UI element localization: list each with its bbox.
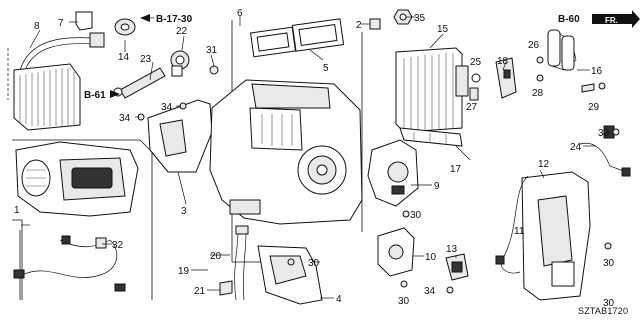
clip-and-nut	[369, 9, 413, 30]
reference-arrow-icon	[110, 14, 154, 98]
callout-31: 31	[206, 45, 218, 56]
evaporator-core	[395, 47, 469, 133]
callout-34: 34	[161, 102, 173, 113]
drain-hose	[219, 225, 249, 301]
callout-34-lower: 34	[119, 113, 131, 124]
rear-heater-duct	[521, 171, 591, 301]
callout-10: 10	[425, 252, 437, 263]
callout-7: 7	[58, 18, 64, 29]
air-filter-frames	[249, 18, 345, 58]
callout-30-motor: 30	[410, 210, 422, 221]
pipe-grommet	[114, 18, 136, 36]
callout-30: 30	[603, 258, 615, 269]
rear-harness	[495, 175, 529, 274]
front-direction-arrow-icon	[592, 10, 640, 28]
hvac-housing	[209, 79, 363, 225]
callout-6: 6	[237, 8, 243, 19]
lower-duct	[257, 245, 323, 305]
callout-33: 33	[598, 128, 610, 139]
callout-24: 24	[570, 142, 582, 153]
callout-4: 4	[336, 294, 342, 305]
callout-9: 9	[434, 181, 440, 192]
evaporator-seal	[399, 127, 463, 147]
heater-core	[13, 32, 105, 131]
callout-2: 2	[356, 20, 362, 31]
front-direction-label: FR.	[605, 16, 618, 25]
temperature-sensor	[445, 253, 469, 281]
callout-8: 8	[34, 21, 40, 32]
reference-labels: B-17-30 B-61 B-60 FR.	[84, 14, 618, 101]
expansion-valve	[469, 57, 517, 101]
callout-23: 23	[140, 54, 152, 65]
callout-28: 28	[532, 88, 544, 99]
callout-19: 19	[178, 266, 190, 277]
blower-harness	[13, 235, 126, 292]
callout-27: 27	[466, 102, 478, 113]
side-duct	[147, 99, 213, 173]
blower-unit	[15, 141, 139, 217]
callout-18: 18	[497, 56, 509, 67]
callout-20: 20	[210, 251, 222, 262]
callout-30-duct: 30	[308, 258, 320, 269]
callout-29: 29	[588, 102, 600, 113]
diagram-code: SZTAB1720	[578, 306, 628, 316]
heater-hose-joint	[113, 50, 190, 99]
leader-lines	[21, 16, 613, 299]
callout-14: 14	[118, 52, 130, 63]
callout-35: 35	[414, 13, 426, 24]
callout-32: 32	[112, 240, 124, 251]
callout-17: 17	[450, 164, 462, 175]
air-mix-motor	[377, 227, 415, 277]
callout-26: 26	[528, 40, 540, 51]
callout-3: 3	[181, 206, 187, 217]
screws	[137, 65, 620, 294]
callout-13: 13	[446, 244, 458, 255]
callout-30-rear: 30	[603, 298, 615, 309]
ref-b-17-30: B-17-30	[156, 14, 193, 25]
pipe-bracket	[75, 11, 93, 31]
callout-22: 22	[176, 26, 188, 37]
sensor-wire	[579, 125, 631, 177]
callout-21: 21	[194, 286, 206, 297]
callout-1: 1	[14, 205, 20, 216]
callout-5: 5	[323, 63, 329, 74]
mode-motor	[367, 139, 419, 207]
callout-34-bottom: 34	[424, 286, 436, 297]
callout-11: 11	[514, 226, 525, 237]
callout-15: 15	[437, 24, 449, 35]
pipe-clamp	[536, 29, 595, 93]
ref-b-61: B-61	[84, 90, 106, 101]
callout-12: 12	[538, 159, 550, 170]
ref-b-60: B-60	[558, 14, 580, 25]
callout-numbers: 1 2 3 4 5 6 7 8 9 10 11 12 13 14 15 16 1…	[14, 8, 615, 309]
callout-25: 25	[470, 57, 482, 68]
callout-16: 16	[591, 66, 603, 77]
callout-30-actuator: 30	[398, 296, 410, 307]
